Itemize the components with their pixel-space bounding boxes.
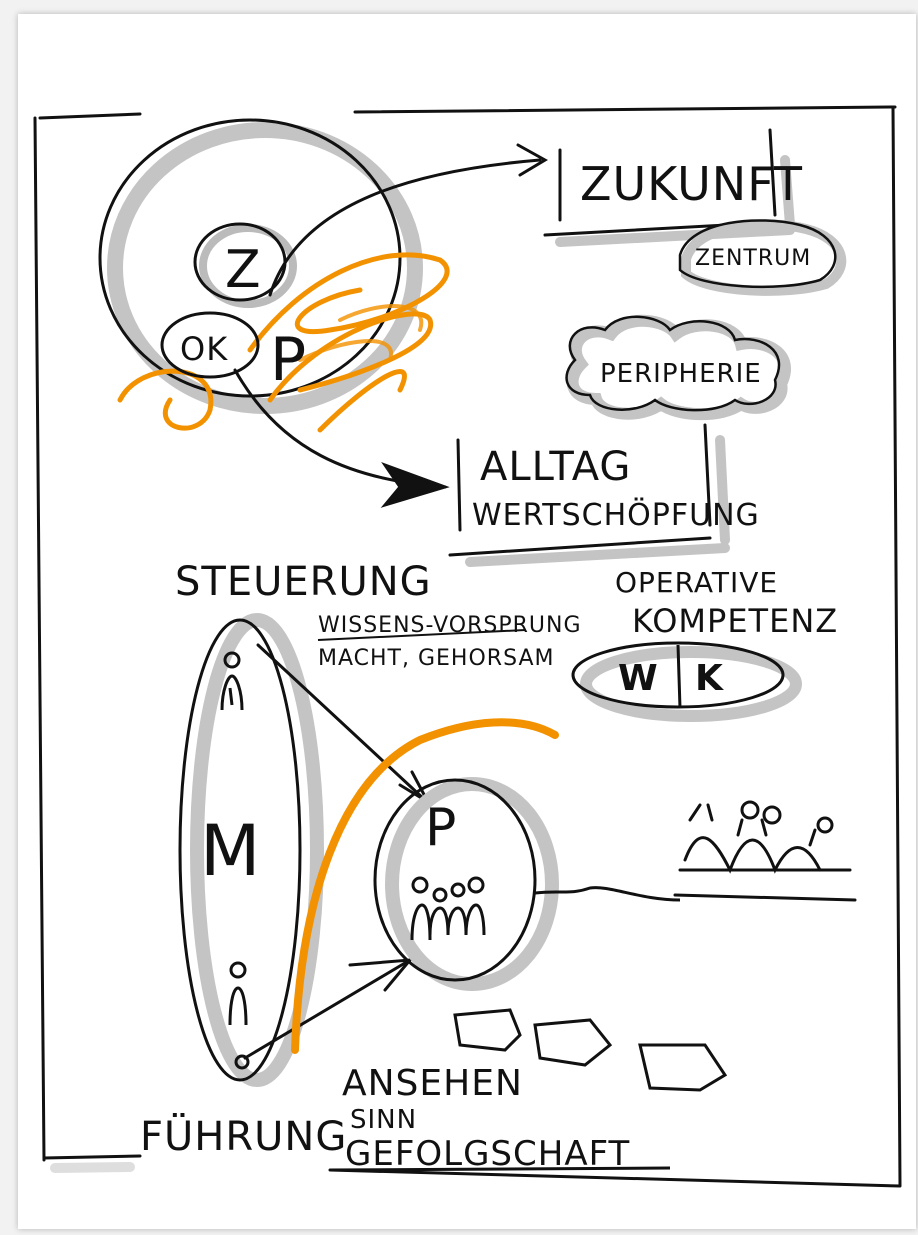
gefolgschaft-underline: [329, 1166, 671, 1172]
ansehen-label: ANSEHEN: [342, 1063, 523, 1104]
p-label-top: P: [270, 325, 307, 395]
orange-scribble-2: [298, 304, 424, 362]
k-label: K: [695, 658, 724, 699]
peripherie-cloud: [565, 314, 791, 421]
arrow-m-to-p-bottom: [243, 958, 414, 1060]
p-circle: [373, 777, 559, 991]
steuerung-label: STEUERUNG: [175, 559, 432, 605]
flag-arrows-icon: [453, 1008, 728, 1092]
macht-gehorsam-label: MACHT, GEHORSAM: [318, 646, 554, 671]
ok-circle: [160, 311, 260, 379]
person-icon-top: [220, 651, 244, 711]
z-circle: [193, 222, 297, 308]
z-label: Z: [225, 240, 262, 300]
operative-label: OPERATIVE: [615, 566, 778, 599]
peripherie-label: PERIPHERIE: [600, 359, 762, 389]
arrow-to-zukunft: [268, 143, 548, 297]
arrow-to-alltag: [233, 368, 450, 508]
zukunft-box: [543, 128, 795, 247]
wertschoepfung-label: WERTSCHÖPFUNG: [472, 497, 760, 533]
sinn-label: SINN: [350, 1105, 417, 1135]
connector-line: [534, 886, 681, 902]
people-group-icon: [410, 876, 486, 941]
p-group-label: P: [425, 798, 457, 858]
orange-arc: [291, 718, 559, 1054]
ok-label: OK: [180, 330, 228, 368]
anchor-dot: [234, 1054, 250, 1070]
kompetenz-label: KOMPETENZ: [632, 602, 838, 640]
alltag-box: [448, 423, 730, 567]
flipchart-sheet: [18, 14, 916, 1229]
underline: [317, 629, 526, 641]
zukunft-label: ZUKUNFT: [580, 157, 803, 211]
cheering-crowd-icon: [673, 800, 857, 902]
wk-ellipse: [571, 641, 802, 722]
outer-frame: [33, 105, 902, 1188]
m-ellipse: [178, 613, 324, 1087]
m-label: M: [200, 810, 261, 892]
alltag-label: ALLTAG: [480, 444, 631, 490]
zentrum-cloud: [678, 219, 847, 296]
person-icon-bottom: [228, 961, 248, 1026]
fuehrung-label: FÜHRUNG: [140, 1112, 347, 1160]
w-label: W: [618, 658, 658, 699]
zentrum-label: ZENTRUM: [695, 246, 811, 271]
